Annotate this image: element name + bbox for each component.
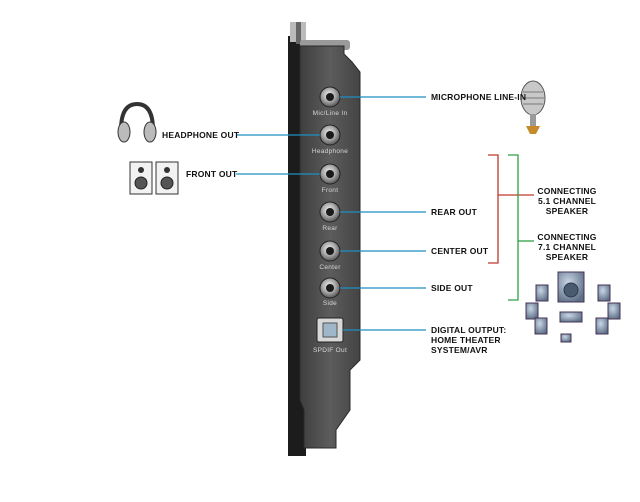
callout-connecting-5-1: CONNECTING 5.1 CHANNEL SPEAKER: [537, 186, 597, 216]
bracket-7-1: [508, 154, 519, 301]
callout-digital: DIGITAL OUTPUT: HOME THEATER SYSTEM/AVR: [431, 325, 507, 355]
port-label-headphone: Headphone: [311, 148, 349, 155]
port-label-center: Center: [319, 264, 341, 271]
jack-rear: [319, 201, 341, 223]
callout-center: CENTER OUT: [431, 246, 489, 256]
bracket-5-1: [488, 154, 499, 264]
channel-brackets: [488, 154, 534, 301]
bracket-screw-slot: [296, 22, 301, 44]
callout-lines: [236, 96, 426, 331]
microphone-icon: [520, 80, 546, 134]
surround-speaker-system-icon: [525, 271, 621, 343]
audio-jacks: [316, 86, 344, 343]
jack-center: [319, 240, 341, 262]
callout-microphone: MICROPHONE LINE-IN: [431, 92, 527, 102]
pci-bracket: [288, 22, 361, 456]
callout-headphone: HEADPHONE OUT: [162, 130, 240, 140]
jack-mic-line-in: [319, 86, 341, 108]
port-label-mic-line-in: Mic/Line In: [312, 110, 348, 117]
callout-connecting-7-1: CONNECTING 7.1 CHANNEL SPEAKER: [537, 232, 597, 262]
callout-rear: REAR OUT: [431, 207, 477, 217]
jack-headphone: [319, 124, 341, 146]
bookshelf-speakers-icon: [129, 161, 179, 195]
callout-front: FRONT OUT: [186, 169, 238, 179]
jack-spdif-out: [316, 317, 344, 343]
port-label-spdif-out: SPDIF Out: [312, 347, 348, 354]
jack-side: [319, 277, 341, 299]
port-label-rear: Rear: [322, 225, 338, 232]
port-label-side: Side: [322, 300, 338, 307]
callout-side: SIDE OUT: [431, 283, 473, 293]
headphone-icon: [117, 101, 157, 143]
jack-front: [319, 163, 341, 185]
port-label-front: Front: [321, 187, 339, 194]
